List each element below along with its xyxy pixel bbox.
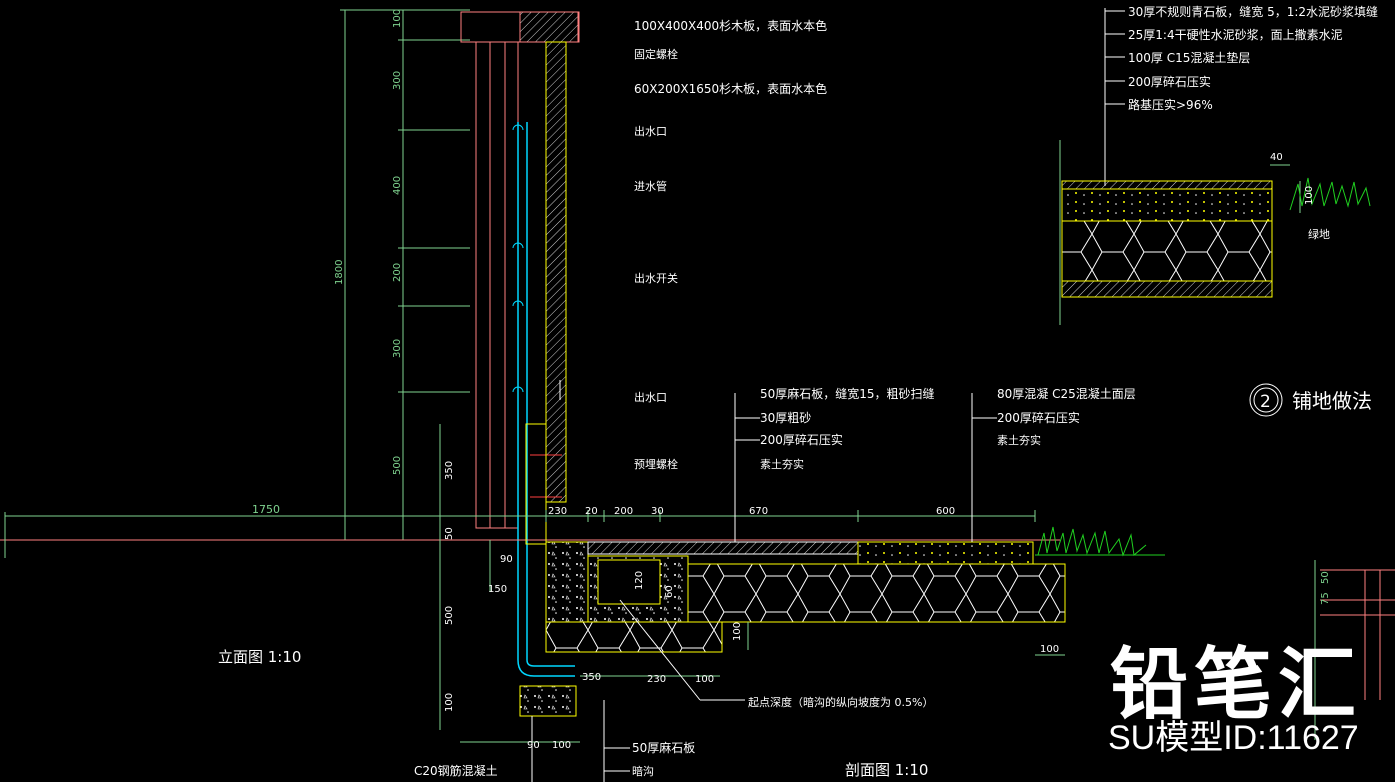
sec-dim-350b: 350 (582, 672, 601, 683)
elev-dim-400: 400 (392, 176, 403, 195)
label-switch: 出水开关 (634, 271, 678, 285)
sec-dim-500: 500 (444, 606, 455, 625)
elev-dim-1800: 1800 (334, 260, 345, 285)
paving-dim-40: 40 (1270, 152, 1283, 163)
elev-dim-200: 200 (392, 263, 403, 282)
paving-layer-2: 25厚1:4干硬性水泥砂浆，面上撒素水泥 (1128, 27, 1343, 42)
paving-number: 2 (1260, 392, 1271, 412)
sec-dim-100c: 100 (1040, 644, 1059, 655)
sec-dim-200: 200 (614, 506, 633, 517)
section-title: 剖面图 1:10 (845, 761, 928, 779)
sec-dim-90: 90 (500, 554, 513, 565)
paving-layer-4: 200厚碎石压实 (1128, 74, 1211, 89)
label-outlet-1: 出水口 (634, 124, 667, 138)
sec-layer-r3: 素土夯实 (997, 433, 1041, 447)
sec-concrete: C20钢筋混凝土 (414, 763, 498, 778)
sec-dim-230b: 230 (647, 674, 666, 685)
elev-dim-100: 100 (392, 9, 403, 28)
sec-dim-30: 30 (651, 506, 664, 517)
sec-layer-4: 素土夯实 (760, 457, 804, 471)
label-side-board: 60X200X1650杉木板，表面水本色 (634, 82, 827, 96)
sec-dim-20: 20 (585, 506, 598, 517)
sec-dim-150: 150 (488, 584, 507, 595)
paving-layer-3: 100厚 C15混凝土垫层 (1128, 50, 1250, 65)
sec-dim-100d: 100 (552, 740, 571, 751)
label-outlet-2: 出水口 (634, 390, 667, 404)
watermark-brand: 铅笔汇 (1110, 640, 1363, 730)
sec-dim-100a: 100 (695, 674, 714, 685)
sec-layer-r2: 200厚碎石压实 (997, 410, 1080, 425)
paving-layer-1: 30厚不规则青石板，缝宽 5，1:2水泥砂浆填缝 (1128, 4, 1378, 19)
sec-dim-100b: 100 (732, 622, 743, 641)
sec-layer-1: 50厚麻石板，缝宽15，粗砂扫缝 (760, 386, 935, 401)
sec-dim-350: 350 (444, 461, 455, 480)
elev-dim-1750: 1750 (252, 503, 280, 516)
sec-slope-note: 起点深度（暗沟的纵向坡度为 0.5%） (748, 695, 933, 709)
detail-dim-50: 50 (1320, 571, 1331, 584)
elev-dim-500: 500 (392, 456, 403, 475)
detail-dim-75: 75 (1320, 592, 1331, 605)
sec-dim-670: 670 (749, 506, 768, 517)
sec-dim-90b: 90 (527, 740, 540, 751)
paving-layer-5: 路基压实>96% (1128, 97, 1213, 112)
paving-title: 铺地做法 (1292, 389, 1372, 413)
paving-dim-100: 100 (1304, 186, 1315, 205)
paving-detail (1059, 8, 1395, 740)
sec-layer-2: 30厚粗砂 (760, 411, 811, 425)
sec-drain: 暗沟 (632, 764, 654, 778)
sec-dim-230: 230 (548, 506, 567, 517)
sec-dim-100-left: 100 (444, 693, 455, 712)
sec-dim-120: 120 (634, 571, 645, 590)
label-inlet-pipe: 进水管 (634, 179, 667, 193)
label-embedded-bolt: 预埋螺栓 (634, 457, 678, 471)
elevation-title: 立面图 1:10 (218, 648, 301, 666)
sec-dim-600: 600 (936, 506, 955, 517)
paving-grass-label: 绿地 (1308, 227, 1330, 241)
sec-stone-slab: 50厚麻石板 (632, 740, 695, 755)
elev-dim-300: 300 (392, 71, 403, 90)
sec-dim-60: 60 (664, 585, 675, 598)
elevation-view (0, 9, 1060, 677)
label-top-board: 100X400X400杉木板，表面水本色 (634, 19, 827, 33)
sec-dim-50: 50 (444, 527, 455, 540)
sec-layer-3: 200厚碎石压实 (760, 432, 843, 447)
sec-layer-r1: 80厚混凝 C25混凝土面层 (997, 386, 1136, 401)
watermark-model-id: SU模型ID:11627 (1108, 719, 1359, 757)
label-fixing-bolt: 固定螺栓 (634, 47, 678, 61)
section-view (439, 380, 1165, 782)
elev-dim-300b: 300 (392, 339, 403, 358)
